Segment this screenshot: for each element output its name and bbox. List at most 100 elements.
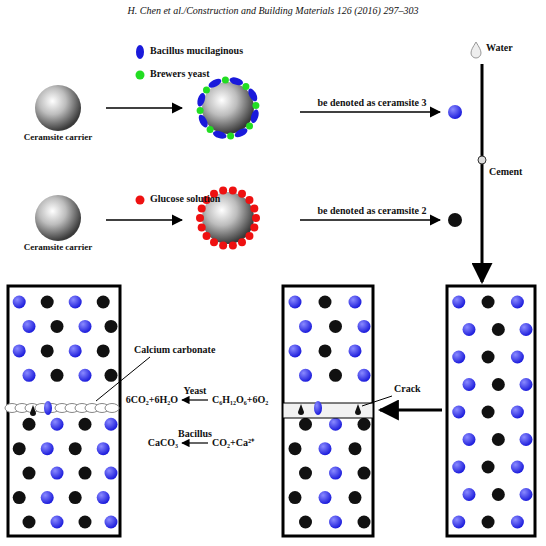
- ceramsite-3: [358, 369, 371, 382]
- journal-header: H. Chen et al./Construction and Building…: [128, 5, 419, 17]
- ceramsite-3: [105, 516, 118, 529]
- ceramsite-2: [319, 296, 332, 309]
- bacillus-cell: [197, 113, 210, 129]
- leader-line: [362, 396, 392, 406]
- ceramsite-2: [69, 442, 82, 455]
- ceramsite-2: [289, 442, 302, 455]
- ceramsite-2: [319, 344, 332, 357]
- yeast-cell: [207, 126, 214, 133]
- yeast-cell: [252, 102, 259, 109]
- ceramsite-2: [41, 344, 54, 357]
- yeast-cell: [227, 132, 234, 139]
- bacillus-cell: [229, 76, 244, 87]
- glucose-dot: [238, 190, 246, 198]
- ceramsite-2: [97, 296, 110, 309]
- ceramsite-3: [511, 351, 524, 364]
- coated-ceramsite: [202, 82, 254, 134]
- ceramsite-3: [97, 442, 110, 455]
- ceramsite-2: [349, 442, 362, 455]
- ceramsite-3: [51, 418, 64, 431]
- ceramsite-3: [23, 320, 36, 333]
- ceramsite-3: [520, 488, 533, 501]
- glucose-dot: [250, 204, 258, 212]
- yeast-drop: [298, 404, 304, 415]
- bacillus-cell: [233, 126, 249, 139]
- ceramsite-2: [41, 296, 54, 309]
- ceramsite-3: [79, 320, 92, 333]
- ceramsite-3: [299, 369, 312, 382]
- ceramsite-3: [69, 344, 82, 357]
- bacteria-coating: [196, 76, 260, 140]
- ceramsite-3: [97, 491, 110, 504]
- ceramsite-2: [492, 488, 505, 501]
- yeast-cell: [222, 77, 229, 84]
- ceramsite-2: [79, 467, 92, 480]
- process-arrow: [481, 64, 484, 282]
- ceramsite-3: [105, 418, 118, 431]
- ceramsite-3: [41, 491, 54, 504]
- ceramsite-carrier: Ceramsite carrier: [22, 84, 95, 143]
- callout-label: Calcium carbonate: [134, 344, 215, 356]
- glucose-dot: [245, 232, 253, 240]
- glucose-dot: [250, 224, 258, 232]
- ceramsite-2: [69, 491, 82, 504]
- ceramsite-2: [23, 467, 36, 480]
- yeast-drop: [355, 404, 361, 415]
- ceramsite-2: [482, 461, 495, 474]
- ceramsite-2: [349, 491, 362, 504]
- ceramsite-3: [319, 491, 332, 504]
- ceramsite-2: [23, 418, 36, 431]
- ceramsite-2: [79, 516, 92, 529]
- ceramsite-3: [358, 320, 371, 333]
- ceramsite-2: [97, 344, 110, 357]
- process-label: be denoted as ceramsite 3: [318, 97, 427, 109]
- ceramsite-3: [329, 467, 342, 480]
- ceramsite-2: [482, 406, 495, 419]
- carrier-sphere: [34, 194, 82, 242]
- glucose-dot: [219, 186, 227, 194]
- ceramsite-3: [69, 296, 82, 309]
- concrete-specimen: [447, 286, 535, 536]
- concrete-specimen: [283, 286, 373, 536]
- yeast-cell: [242, 83, 249, 90]
- carrier-label: Ceramsite carrier: [22, 132, 95, 143]
- ceramsite-3: [13, 296, 26, 309]
- ceramsite-3: [289, 344, 302, 357]
- ceramsite-3: [329, 418, 342, 431]
- glucose-dot: [238, 238, 246, 246]
- concrete-specimen: [8, 286, 120, 536]
- ceramsite-2: [13, 491, 26, 504]
- ceramsite-2: [482, 351, 495, 364]
- ceramsite-3: [511, 516, 524, 529]
- cement-dot: [478, 156, 486, 164]
- legend-swatch: [133, 192, 147, 208]
- glucose-dot: [229, 186, 237, 194]
- ceramsite-carrier: Ceramsite carrier: [22, 194, 95, 253]
- ceramsite-2: [358, 467, 371, 480]
- ceramsite-3-mark: [448, 105, 462, 119]
- glucose-dot: [210, 238, 218, 246]
- reaction-arrow: [182, 399, 208, 400]
- ceramsite-2: [289, 491, 302, 504]
- ceramsite-particles: [452, 296, 532, 529]
- ceramsite-3: [329, 516, 342, 529]
- ceramsite-3: [41, 442, 54, 455]
- ceramsite-2: [358, 516, 371, 529]
- ceramsite-3: [452, 461, 465, 474]
- ceramsite-3: [511, 406, 524, 419]
- water-drop: [471, 42, 481, 58]
- carbonate-crystal: [105, 404, 119, 413]
- reaction-arrow: [182, 442, 208, 443]
- ceramsite-3: [51, 467, 64, 480]
- ceramsite-3: [51, 516, 64, 529]
- ceramsite-3: [511, 296, 524, 309]
- process-label: be denoted as ceramsite 2: [318, 205, 427, 217]
- ceramsite-3: [511, 461, 524, 474]
- organism-label: Yeast: [184, 385, 207, 397]
- reaction-product: 6CO₂+6H₂O: [126, 394, 178, 406]
- bacillus-cell: [196, 92, 207, 107]
- legend-text: Brewers yeast: [150, 68, 210, 80]
- glucose-dot: [198, 204, 206, 212]
- organism-label: Bacillus: [178, 428, 212, 440]
